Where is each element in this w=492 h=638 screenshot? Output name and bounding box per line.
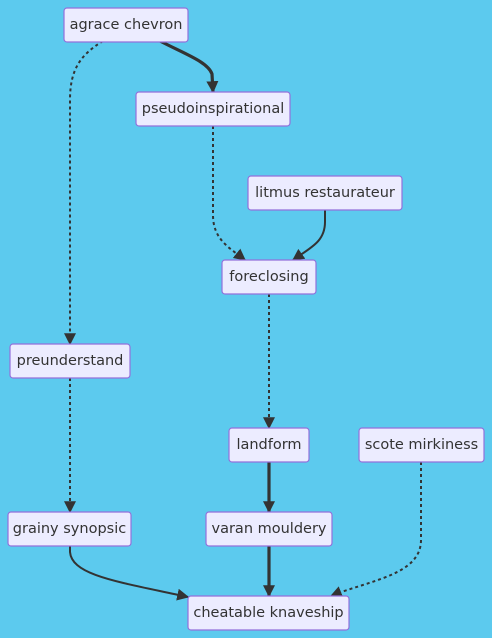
node-label: litmus restaurateur — [255, 185, 395, 201]
node-cheatable-knaveship[interactable]: cheatable knaveship — [187, 595, 350, 631]
node-landform[interactable]: landform — [228, 427, 310, 463]
edges — [64, 39, 422, 601]
node-grainy-synopsic[interactable]: grainy synopsic — [7, 511, 132, 547]
node-label: agrace chevron — [70, 17, 183, 33]
node-label: preunderstand — [17, 353, 124, 369]
node-varan-mouldery[interactable]: varan mouldery — [205, 511, 333, 547]
edge-agrace-chevron-to-preunderstand — [64, 40, 104, 346]
node-preunderstand[interactable]: preunderstand — [9, 343, 131, 379]
node-label: scote mirkiness — [365, 437, 478, 453]
edge-scote-mirkiness-to-cheatable-knaveship — [329, 462, 422, 598]
node-pseudoinspirational[interactable]: pseudoinspirational — [135, 91, 291, 127]
node-label: cheatable knaveship — [193, 605, 343, 621]
node-label: varan mouldery — [212, 521, 327, 537]
nodes: agrace chevron pseudoinspirational litmu… — [7, 7, 485, 631]
node-scote-mirkiness[interactable]: scote mirkiness — [358, 427, 485, 463]
edge-grainy-synopsic-to-cheatable-knaveship — [69, 546, 190, 601]
node-foreclosing[interactable]: foreclosing — [221, 259, 317, 295]
node-label: pseudoinspirational — [142, 101, 285, 117]
edge-pseudoinspirational-to-foreclosing — [212, 126, 246, 261]
node-agrace-chevron[interactable]: agrace chevron — [63, 7, 189, 43]
edge-agrace-chevron-to-pseudoinspirational — [159, 39, 219, 94]
node-label: grainy synopsic — [13, 521, 126, 537]
node-label: foreclosing — [229, 269, 308, 285]
node-label: landform — [236, 437, 301, 453]
node-litmus-restaurateur[interactable]: litmus restaurateur — [247, 175, 403, 211]
edge-litmus-restaurateur-to-foreclosing — [292, 210, 326, 261]
